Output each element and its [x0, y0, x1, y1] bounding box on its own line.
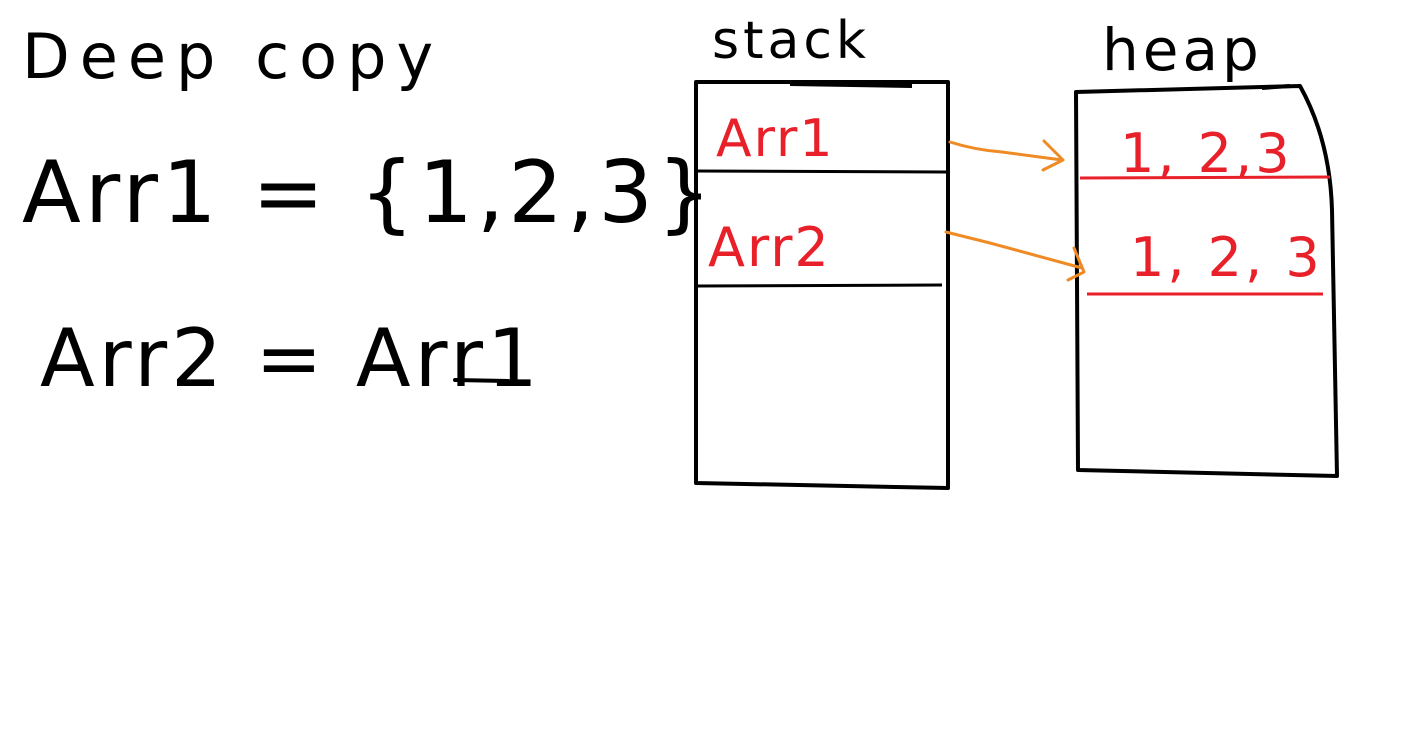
heap-label: heap: [1102, 16, 1263, 84]
underline-stroke: [453, 378, 510, 383]
stack-divider-1: [695, 169, 947, 174]
stack-cell-2: Arr2: [708, 216, 831, 279]
heap-cell-1: 1, 2,3: [1120, 122, 1293, 185]
heap-divider-1: [1079, 175, 1331, 180]
stack-box: [694, 80, 950, 490]
code-line-1: Arr1 = {1,2,3}: [22, 143, 716, 243]
code-line-2: Arr2 = Arr1: [40, 312, 542, 405]
stack-divider-2: [697, 283, 943, 288]
heap-box: [1074, 84, 1339, 478]
pointer-arrow-1: [948, 139, 1065, 172]
pointer-arrow-2: [944, 230, 1086, 282]
page-title: Deep copy: [22, 20, 443, 93]
stack-label: stack: [712, 11, 870, 71]
stack-cell-1: Arr1: [716, 109, 835, 169]
heap-cell-2: 1, 2, 3: [1130, 226, 1323, 289]
